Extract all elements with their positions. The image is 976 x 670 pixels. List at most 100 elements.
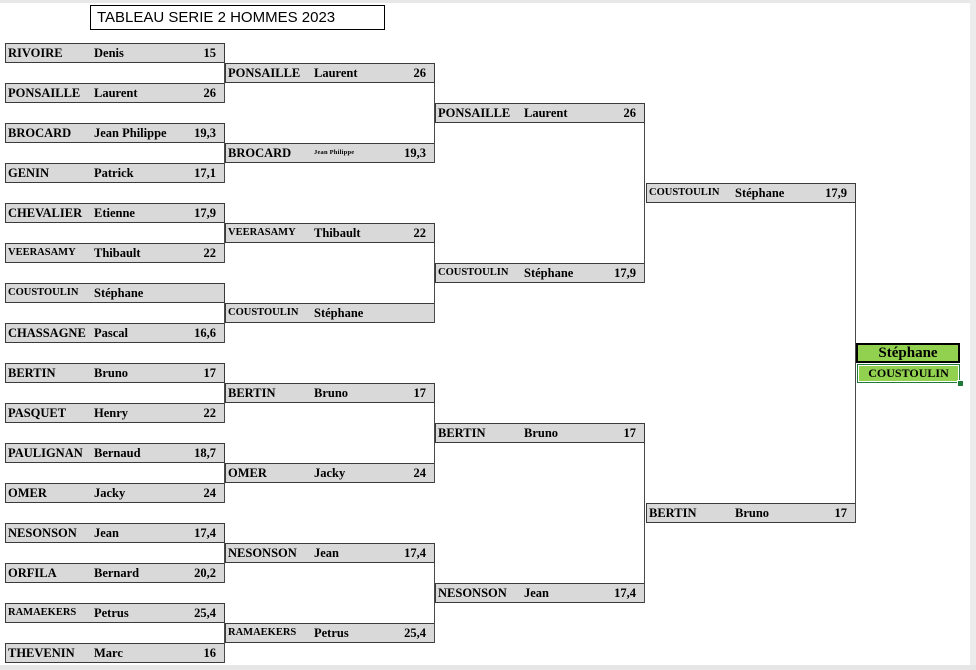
score: 22 — [203, 406, 217, 420]
connector-r1-4 — [224, 303, 225, 343]
connector-r1-6 — [224, 463, 225, 503]
score: 18,7 — [194, 446, 216, 460]
score: 25,4 — [404, 626, 426, 640]
last-name: RAMAEKERS — [8, 607, 77, 618]
score: 26 — [623, 106, 637, 120]
last-name: OMER — [8, 486, 47, 500]
score: 17 — [203, 366, 217, 380]
first-name: Jacky — [314, 466, 346, 480]
champion-first-name[interactable]: Stéphane — [856, 343, 960, 363]
last-name: CHEVALIER — [8, 206, 83, 220]
last-name: BERTIN — [228, 386, 276, 400]
score: 22 — [413, 226, 427, 240]
first-name: Thibault — [314, 226, 361, 240]
last-name: NESONSON — [228, 546, 297, 560]
r3-slot-4[interactable]: NESONSON Jean 17,4 — [435, 583, 645, 603]
score: 17,9 — [825, 186, 847, 200]
last-name: COUSTOULIN — [228, 307, 299, 318]
first-name: Stéphane — [94, 286, 144, 300]
first-name: Jean — [94, 526, 119, 540]
connector-r1-3 — [224, 223, 225, 263]
first-name: Petrus — [94, 606, 129, 620]
connector-r2-4 — [434, 563, 435, 643]
score: 19,3 — [194, 126, 216, 140]
first-name: Thibault — [94, 246, 141, 260]
cell-fill-handle[interactable] — [957, 380, 964, 387]
score: 17,4 — [614, 586, 636, 600]
last-name: COUSTOULIN — [438, 267, 509, 278]
score: 25,4 — [194, 606, 216, 620]
first-name: Laurent — [94, 86, 138, 100]
r3-slot-3[interactable]: BERTIN Bruno 17 — [435, 423, 645, 443]
bracket-title[interactable]: TABLEAU SERIE 2 HOMMES 2023 — [90, 5, 385, 30]
connector-final — [855, 203, 856, 523]
last-name: BERTIN — [8, 366, 56, 380]
score: 26 — [413, 66, 427, 80]
connector-r1-7 — [224, 543, 225, 583]
first-name: Patrick — [94, 166, 134, 180]
r1-slot-5[interactable]: CHEVALIER Etienne 17,9 — [5, 203, 225, 223]
score: 17,9 — [614, 266, 636, 280]
first-name: Jean Philippe — [94, 126, 167, 140]
last-name: COUSTOULIN — [649, 187, 720, 198]
connector-r1-2 — [224, 143, 225, 183]
connector-r1-8 — [224, 623, 225, 663]
champion-last-name[interactable]: COUSTOULIN — [857, 364, 960, 383]
score: 17,9 — [194, 206, 216, 220]
last-name: BERTIN — [438, 426, 486, 440]
first-name: Denis — [94, 46, 124, 60]
r3-slot-2[interactable]: COUSTOULIN Stéphane 17,9 — [435, 263, 645, 283]
r1-slot-2[interactable]: PONSAILLE Laurent 26 — [5, 83, 225, 103]
first-name: Jean — [524, 586, 549, 600]
score: 19,3 — [404, 146, 426, 160]
last-name: RAMAEKERS — [228, 627, 297, 638]
r1-slot-4[interactable]: GENIN Patrick 17,1 — [5, 163, 225, 183]
last-name: PONSAILLE — [8, 86, 81, 100]
score: 17 — [623, 426, 637, 440]
first-name: Bernaud — [94, 446, 141, 460]
first-name: Stéphane — [524, 266, 574, 280]
window-bottom-edge — [0, 665, 976, 670]
r1-slot-15[interactable]: RAMAEKERS Petrus 25,4 — [5, 603, 225, 623]
score: 17,1 — [194, 166, 216, 180]
connector-r1-1 — [224, 63, 225, 103]
score: 16,6 — [194, 326, 216, 340]
score: 16 — [203, 646, 217, 660]
first-name: Bruno — [524, 426, 559, 440]
first-name: Henry — [94, 406, 129, 420]
first-name: Marc — [94, 646, 123, 660]
last-name: NESONSON — [438, 586, 507, 600]
score: 15 — [203, 46, 217, 60]
score: 26 — [203, 86, 217, 100]
last-name: CHASSAGNE — [8, 326, 86, 340]
first-name: Laurent — [314, 66, 358, 80]
first-name: Jean Philippe — [314, 149, 355, 156]
last-name: GENIN — [8, 166, 49, 180]
last-name: NESONSON — [8, 526, 77, 540]
score: 24 — [203, 486, 217, 500]
first-name: Etienne — [94, 206, 135, 220]
